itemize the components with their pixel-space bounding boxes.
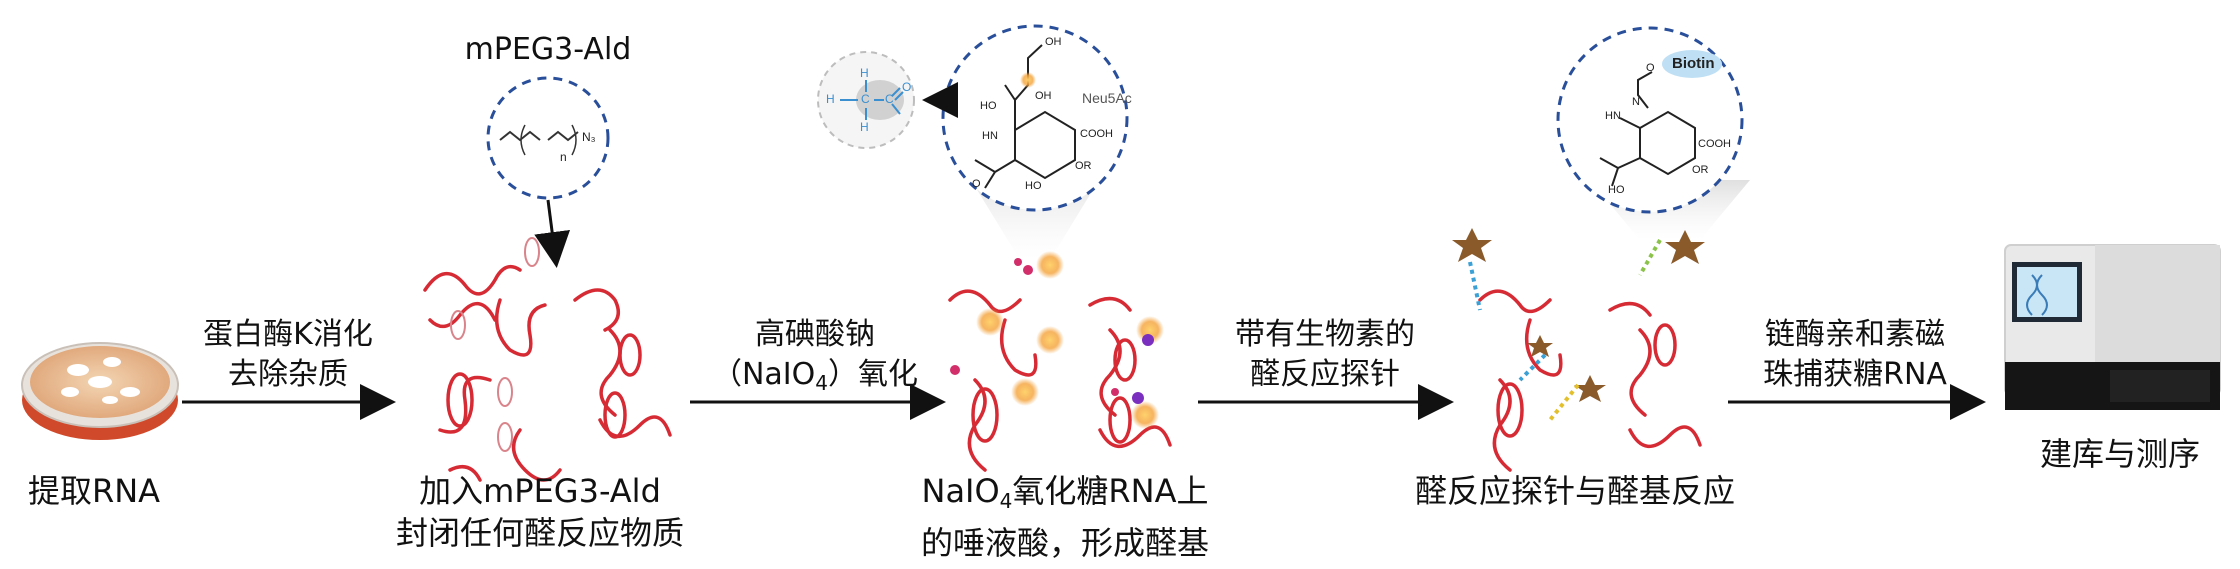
- ald-h1: H: [860, 66, 869, 80]
- aldehyde-sparks: [950, 251, 1164, 429]
- step-oxidize-line1: NaIO4氧化糖RNA上: [921, 472, 1209, 513]
- ald-c2: C: [885, 92, 894, 106]
- neu5ac-label: Neu5Ac: [1082, 90, 1132, 106]
- neu5ac-inset: [922, 24, 1129, 260]
- peg-n-label: n: [560, 150, 567, 164]
- step-react-label: 醛反应探针与醛基反应: [1414, 472, 1735, 510]
- bio-ho: HO: [1608, 184, 1625, 196]
- bio-or: OR: [1692, 164, 1709, 176]
- step-block-line1: 加入mPEG3-Ald: [419, 472, 661, 510]
- arrow-2-line2: （NaIO4）氧化: [711, 357, 919, 395]
- biotin-probes: [1468, 239, 1662, 422]
- arrow-4-line2: 珠捕获糖RNA: [1763, 357, 1947, 392]
- ald-h3: H: [860, 120, 869, 134]
- neu-oh2: OH: [1035, 90, 1052, 102]
- rna-cluster-block: [423, 264, 672, 482]
- arrow-2-label: 高碘酸钠 （NaIO4）氧化: [690, 315, 940, 403]
- step-sequence-label: 建库与测序: [2039, 435, 2200, 473]
- step-oxidize-label: NaIO4氧化糖RNA上 的唾液酸，形成醛基: [895, 470, 1235, 564]
- neu-or: OR: [1075, 160, 1092, 172]
- peg-inset: [486, 76, 610, 268]
- arrow-3-line2: 醛反应探针: [1250, 357, 1400, 392]
- rna-cluster-react: [1478, 289, 1702, 472]
- petri-dish-icon: [21, 342, 179, 440]
- step-block-label: 加入mPEG3-Ald 封闭任何醛反应物质: [395, 470, 685, 554]
- arrow-4-label: 链酶亲和素磁 珠捕获糖RNA: [1730, 315, 1980, 395]
- neu-o: O: [972, 178, 981, 190]
- arrow-1-label: 蛋白酶K消化 去除杂质: [188, 315, 388, 395]
- bio-hn: HN: [1605, 110, 1621, 122]
- arrow-3-line1: 带有生物素的: [1235, 317, 1415, 352]
- neu-cooh: COOH: [1080, 128, 1113, 140]
- aldehyde-inset: [817, 51, 915, 149]
- step-oxidize-line2: 的唾液酸，形成醛基: [920, 524, 1209, 562]
- rna-cluster-small-pink: [450, 237, 540, 452]
- neu-hn: HN: [982, 130, 998, 142]
- streptavidin-beads: [1452, 228, 1705, 402]
- ald-h2: H: [826, 92, 835, 106]
- peg-azide-label: N₃: [582, 130, 596, 144]
- neu-oh1: OH: [1045, 36, 1062, 48]
- neu-ho1: HO: [980, 100, 997, 112]
- arrow-1-line1: 蛋白酶K消化: [203, 317, 373, 352]
- sequencer-icon: [2004, 244, 2221, 410]
- neu-ho2: HO: [1025, 180, 1042, 192]
- biotin-label: Biotin: [1672, 55, 1715, 72]
- bio-n: N: [1632, 96, 1640, 108]
- arrow-2-line1: 高碘酸钠: [755, 317, 875, 352]
- bio-cooh: COOH: [1698, 138, 1731, 150]
- arrow-3-label: 带有生物素的 醛反应探针: [1200, 315, 1450, 395]
- ald-o: O: [902, 80, 912, 94]
- biotin-inset: [1556, 26, 1750, 240]
- ald-c1: C: [861, 92, 870, 106]
- arrow-4-line1: 链酶亲和素磁: [1765, 317, 1945, 352]
- bio-o: O: [1646, 62, 1655, 74]
- arrow-1-line2: 去除杂质: [228, 357, 348, 392]
- step-extract-label: 提取RNA: [28, 472, 161, 510]
- peg-title: mPEG3-Ald: [464, 32, 632, 67]
- rna-cluster-oxidize: [948, 289, 1172, 472]
- step-block-line2: 封闭任何醛反应物质: [395, 514, 684, 552]
